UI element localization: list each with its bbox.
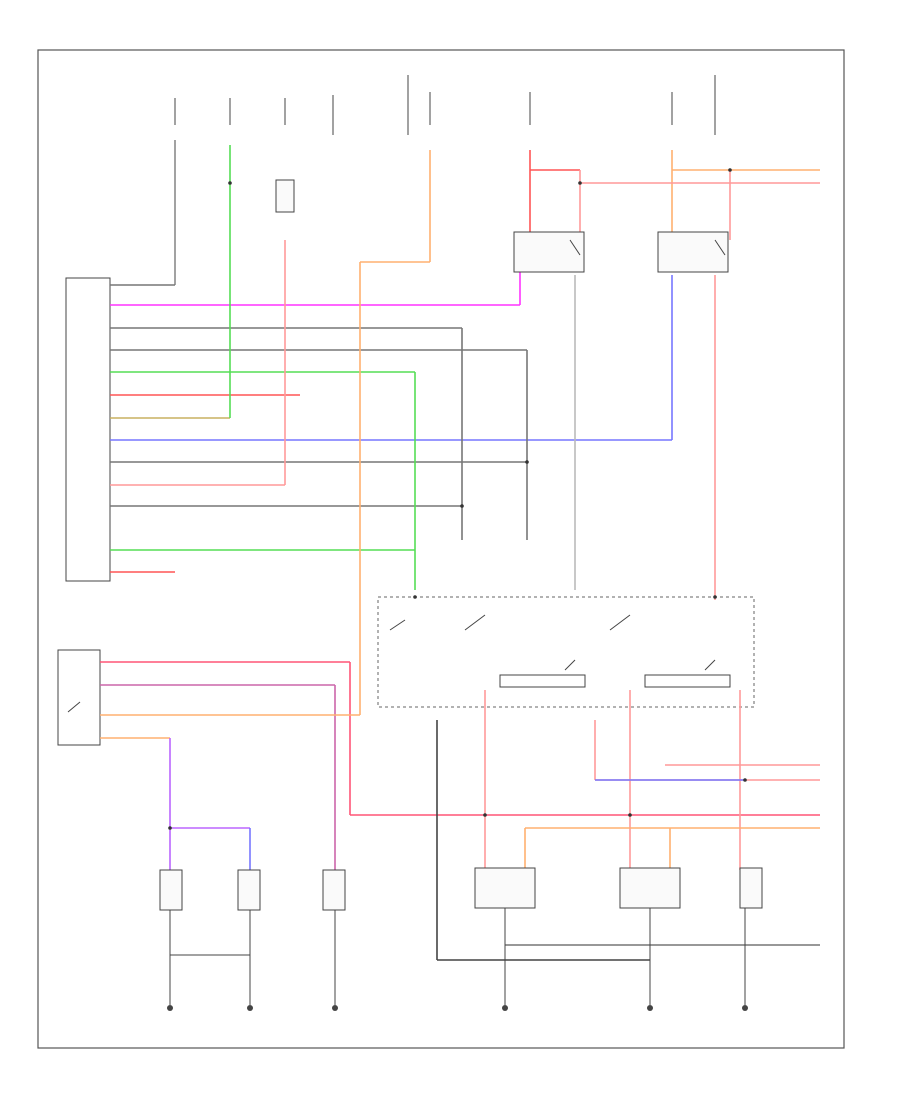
- lower-right-wires: [436, 690, 820, 961]
- control-unit-wires: [110, 284, 672, 573]
- fuse-supply-group-left: [174, 95, 334, 285]
- combination-switch: [377, 596, 755, 708]
- right-headlight: [619, 867, 681, 909]
- left-lamps: [159, 869, 346, 1011]
- right-lamps: [474, 867, 763, 1011]
- fuse-relay-box-component: [275, 179, 295, 213]
- relay-feeds: [530, 169, 820, 240]
- right-headlight-relay: [657, 231, 729, 273]
- left-headlight: [474, 867, 536, 909]
- left-headlight-relay: [513, 231, 585, 273]
- right-position-light: [237, 869, 261, 911]
- dimmer-switch-block: [57, 649, 101, 746]
- control-unit-left: [65, 277, 111, 582]
- junction-dots: [168, 168, 747, 830]
- vertical-wires: [229, 145, 716, 715]
- combination-meter: [739, 867, 763, 909]
- combination-light-left: [322, 869, 346, 911]
- fuse-supply-group-right: [407, 75, 716, 135]
- lower-wires: [100, 661, 820, 870]
- left-position-light: [159, 869, 183, 911]
- diagram-frame: [37, 49, 845, 1049]
